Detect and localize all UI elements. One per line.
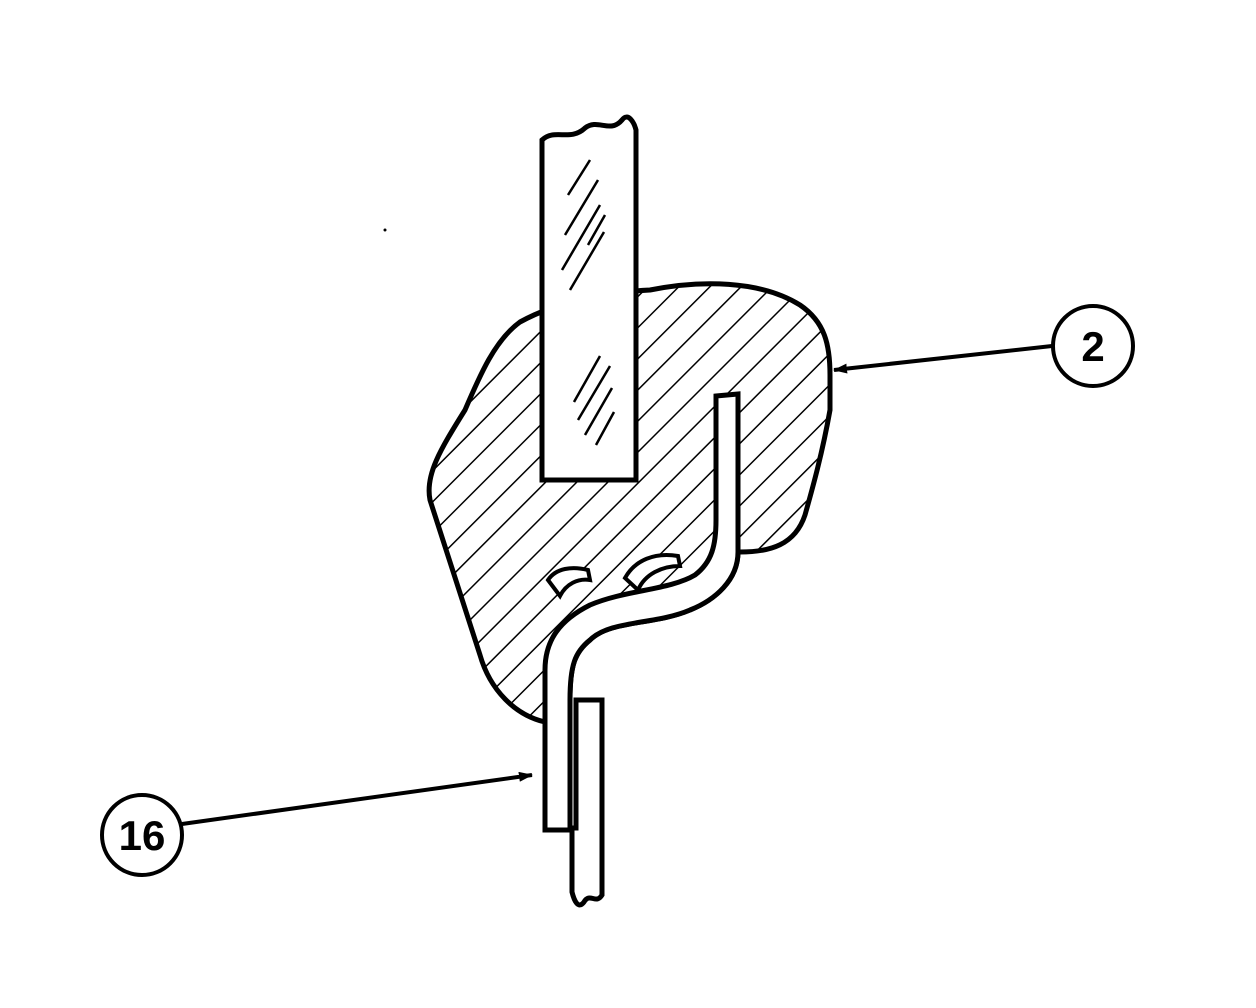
callout-2-label: 2: [1081, 323, 1104, 370]
callout-16-label: 16: [119, 812, 166, 859]
callout-16-circle: [100, 793, 184, 877]
glass-reflection-marks: [560, 159, 616, 446]
seal-lip-right: [622, 553, 683, 594]
callout-16-leader: [181, 771, 533, 826]
seal-lip-left: [545, 566, 593, 600]
callout-2-leader: [833, 344, 1053, 374]
callout-2: 2: [1051, 304, 1135, 388]
callout-2-circle: [1051, 304, 1135, 388]
body-panel: [569, 697, 605, 908]
stray-speck: [383, 228, 387, 232]
callout-16: 16: [100, 793, 184, 877]
metal-retainer-strip: [542, 391, 741, 833]
